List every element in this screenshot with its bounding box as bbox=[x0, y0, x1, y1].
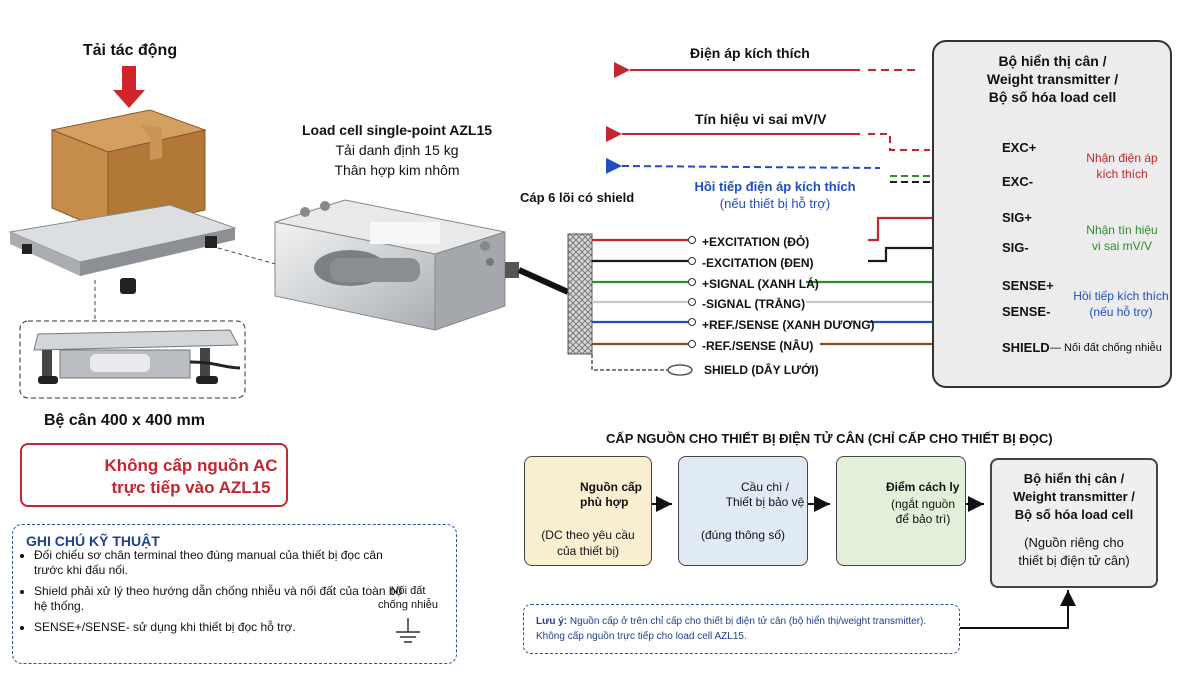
isolator-title: Điểm cách ly bbox=[886, 480, 960, 494]
terminal-sense-plus: SENSE+ bbox=[1002, 278, 1054, 293]
sense-feedback-label: Hồi tiếp điện áp kích thích (nếu thiết b… bbox=[670, 178, 880, 212]
wire-label: -EXCITATION (ĐEN) bbox=[702, 256, 814, 270]
group-exc-label: Nhận điện áp kích thích bbox=[1086, 151, 1158, 181]
wire-label: +REF./SENSE (XANH DƯƠNG) bbox=[702, 318, 875, 332]
terminal-sig-plus: SIG+ bbox=[1002, 210, 1032, 225]
load-label: Tải tác động bbox=[82, 42, 178, 59]
load-cell-info: Load cell single-point AZL15 Tải danh đị… bbox=[292, 120, 502, 180]
cable-label: Cáp 6 lõi có shield bbox=[520, 190, 635, 205]
load-arrow bbox=[113, 66, 145, 108]
terminal-sig-minus: SIG- bbox=[1002, 240, 1029, 255]
shield-note: — Nối đất chống nhiễu bbox=[1050, 342, 1162, 354]
ac-warning bbox=[20, 443, 288, 507]
cable-shield-braid bbox=[567, 233, 593, 355]
power-device-sub: (Nguồn riêng cho thiết bị điện tử cân) bbox=[1018, 535, 1130, 568]
fuse-sub: (đúng thông số) bbox=[700, 528, 786, 542]
connector-line bbox=[217, 247, 291, 269]
cable-wires bbox=[591, 236, 696, 376]
power-note-text: Lưu ý: Nguồn cấp ở trên chỉ cấp cho thiế… bbox=[536, 614, 956, 644]
ground-label: Nối đất chống nhiễu bbox=[378, 585, 438, 611]
note-item: Shield phải xử lý theo hướng dẫn chống n… bbox=[34, 584, 404, 614]
device-title: Bộ hiển thị cân / Weight transmitter / B… bbox=[986, 53, 1119, 105]
technical-notes bbox=[12, 524, 457, 664]
signal-arrows bbox=[605, 62, 930, 183]
wire-label: +EXCITATION (ĐỎ) bbox=[702, 235, 810, 249]
note-line-2: Không cấp nguồn trực tiếp cho load cell … bbox=[536, 631, 747, 642]
excitation-label: Điện áp kích thích bbox=[690, 45, 810, 61]
note-line-1: Nguồn cấp ở trên chỉ cấp cho thiết bị đi… bbox=[567, 616, 927, 627]
platform-label: Bệ cân 400 x 400 mm bbox=[44, 412, 205, 429]
note-prefix: Lưu ý: bbox=[536, 616, 568, 627]
group-sig-label: Nhận tín hiệu vi sai mV/V bbox=[1086, 223, 1158, 253]
power-device-title: Bộ hiển thị cân / Weight transmitter / B… bbox=[1013, 471, 1135, 522]
isolator-sub: (ngắt nguồn để bảo trì) bbox=[890, 497, 956, 526]
load-cell-body bbox=[274, 199, 570, 331]
sense-title: Hồi tiếp điện áp kích thích bbox=[694, 179, 856, 194]
cardboard-box bbox=[50, 109, 207, 233]
warning-text: Không cấp nguồn AC trực tiếp vào AZL15 bbox=[104, 456, 278, 497]
notes-title: GHI CHÚ KỸ THUẬT bbox=[26, 533, 160, 549]
terminal-shield: SHIELD bbox=[1002, 340, 1050, 355]
load-cell-title: Load cell single-point AZL15 bbox=[301, 122, 493, 138]
load-cell-capacity: Tải danh định 15 kg bbox=[335, 142, 459, 158]
wire-label: -REF./SENSE (NÂU) bbox=[702, 339, 814, 353]
wire-list: +EXCITATION (ĐỎ) -EXCITATION (ĐEN) +SIGN… bbox=[702, 232, 875, 357]
note-item: SENSE+/SENSE- sử dụng khi thiết bị đọc h… bbox=[34, 620, 404, 635]
power-box-fuse bbox=[678, 456, 808, 566]
supply-sub: (DC theo yêu cầu của thiết bị) bbox=[541, 528, 635, 558]
scale-platform bbox=[8, 204, 237, 294]
terminal-sense-minus: SENSE- bbox=[1002, 304, 1051, 319]
notes-list: Đối chiếu sơ chân terminal theo đúng man… bbox=[10, 548, 404, 635]
power-box-isolator bbox=[836, 456, 966, 566]
group-sense-label: Hồi tiếp kích thích (nếu hỗ trợ) bbox=[1073, 289, 1169, 319]
ground-icon bbox=[396, 618, 420, 643]
fuse-title: Cầu chì / Thiết bị bảo vệ bbox=[725, 480, 805, 509]
note-item: Đối chiếu sơ chân terminal theo đúng man… bbox=[34, 548, 404, 578]
differential-label: Tín hiệu vi sai mV/V bbox=[695, 111, 827, 127]
shield-wire-label: SHIELD (DÂY LƯỚI) bbox=[704, 363, 819, 377]
inset-frame bbox=[19, 320, 246, 399]
power-note bbox=[523, 604, 960, 654]
power-box-device bbox=[990, 458, 1158, 588]
terminal-exc-minus: EXC- bbox=[1002, 174, 1034, 189]
load-cell-material: Thân hợp kim nhôm bbox=[334, 162, 460, 178]
power-box-supply bbox=[524, 456, 652, 566]
terminal-exc-plus: EXC+ bbox=[1002, 140, 1037, 155]
wire-label: +SIGNAL (XANH LÁ) bbox=[702, 277, 819, 291]
power-title: CẤP NGUỒN CHO THIẾT BỊ ĐIỆN TỬ CÂN (CHỈ … bbox=[606, 431, 1053, 446]
wire-label: -SIGNAL (TRẮNG) bbox=[702, 297, 806, 311]
device-panel bbox=[932, 40, 1172, 388]
power-flow-arrows bbox=[652, 496, 1076, 629]
platform-side-view bbox=[33, 329, 241, 384]
sense-note: (nếu thiết bị hỗ trợ) bbox=[719, 196, 831, 211]
supply-title: Nguồn cấp phù hợp bbox=[580, 480, 642, 509]
